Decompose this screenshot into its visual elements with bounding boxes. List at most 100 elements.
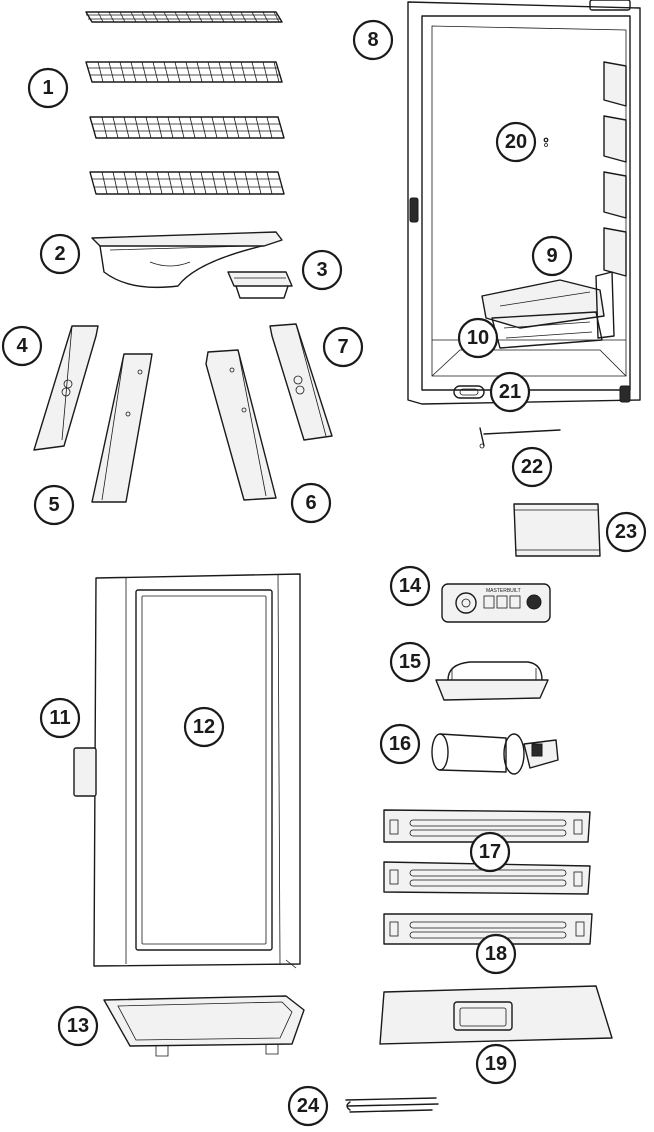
callout-20: 20 xyxy=(495,121,537,163)
svg-text:2: 2 xyxy=(54,243,65,265)
cooking-rack-4 xyxy=(89,171,285,195)
svg-text:15: 15 xyxy=(399,651,421,673)
rack-bar xyxy=(174,11,181,23)
rack-bar xyxy=(123,116,130,139)
rack-bar xyxy=(251,61,258,83)
rack-bar xyxy=(262,11,269,23)
rack-bar xyxy=(108,11,115,23)
rack-bar xyxy=(262,61,269,83)
control-panel: MASTERBUILT xyxy=(441,583,551,623)
rack-bar xyxy=(233,171,240,195)
svg-text:9: 9 xyxy=(546,245,557,267)
hardware-pack xyxy=(345,1097,439,1113)
rack-bar xyxy=(185,61,192,83)
callout-8: 8 xyxy=(352,19,394,61)
svg-text:8: 8 xyxy=(367,29,378,51)
rack-bar xyxy=(178,171,185,195)
svg-text:4: 4 xyxy=(16,335,28,357)
callout-24: 24 xyxy=(287,1085,329,1127)
rack-bar xyxy=(134,171,141,195)
rack-supports xyxy=(603,61,627,277)
callout-12: 12 xyxy=(183,706,225,748)
rack-bar xyxy=(145,171,152,195)
svg-text:13: 13 xyxy=(67,1015,89,1037)
rack-bar xyxy=(255,116,262,139)
rivets xyxy=(543,137,549,143)
callout-21: 21 xyxy=(489,371,531,413)
leg-5 xyxy=(91,353,153,503)
rack-bar xyxy=(119,61,126,83)
rail-18 xyxy=(383,913,593,945)
rack-bar xyxy=(167,116,174,139)
callout-7: 7 xyxy=(322,326,364,368)
rack-bar xyxy=(101,171,108,195)
callout-15: 15 xyxy=(389,641,431,683)
callout-16: 16 xyxy=(379,723,421,765)
rack-bar xyxy=(273,61,280,83)
svg-text:7: 7 xyxy=(337,336,348,358)
rack-bar xyxy=(251,11,258,23)
rack-bar xyxy=(112,116,119,139)
rack-bar xyxy=(97,61,104,83)
svg-text:16: 16 xyxy=(389,733,411,755)
rack-bar xyxy=(244,171,251,195)
rack-bar xyxy=(211,171,218,195)
rack-bar xyxy=(273,11,280,23)
svg-text:14: 14 xyxy=(399,575,422,597)
rack-bar xyxy=(152,61,159,83)
rack-bar xyxy=(163,61,170,83)
svg-text:19: 19 xyxy=(485,1053,507,1075)
rack-bar xyxy=(207,11,214,23)
rack-bar xyxy=(189,116,196,139)
rack-bar xyxy=(222,116,229,139)
control-panel-brand: MASTERBUILT xyxy=(486,588,521,594)
rack-bar xyxy=(218,11,225,23)
rack-bar xyxy=(108,61,115,83)
door xyxy=(73,573,301,969)
callout-19: 19 xyxy=(475,1043,517,1085)
heating-element xyxy=(481,271,615,339)
callout-3: 3 xyxy=(301,249,343,291)
meat-probe xyxy=(479,427,561,449)
rack-bar xyxy=(196,61,203,83)
callout-17: 17 xyxy=(469,831,511,873)
rack-bar xyxy=(211,116,218,139)
callout-6: 6 xyxy=(290,482,332,524)
callout-11: 11 xyxy=(39,697,81,739)
svg-text:21: 21 xyxy=(499,381,521,403)
rack-bar xyxy=(152,11,159,23)
svg-text:18: 18 xyxy=(485,943,507,965)
svg-text:24: 24 xyxy=(297,1095,320,1117)
callout-14: 14 xyxy=(389,565,431,607)
rack-bar xyxy=(112,171,119,195)
callout-4: 4 xyxy=(1,325,43,367)
callout-9: 9 xyxy=(531,235,573,277)
rack-bar xyxy=(134,116,141,139)
rack-bar xyxy=(119,11,126,23)
rack-bar xyxy=(123,171,130,195)
svg-text:23: 23 xyxy=(615,521,637,543)
top-cover xyxy=(379,985,613,1045)
rack-bar xyxy=(156,116,163,139)
rack-bar xyxy=(200,116,207,139)
door-window xyxy=(135,589,273,951)
smoker-body xyxy=(407,0,641,405)
rack-bar xyxy=(266,116,273,139)
callout-1: 1 xyxy=(27,67,69,109)
chip-loader-tube xyxy=(431,733,559,775)
cooking-racks xyxy=(85,11,285,195)
drip-tray xyxy=(103,995,305,1057)
svg-text:10: 10 xyxy=(467,327,489,349)
rack-bar xyxy=(200,171,207,195)
svg-text:22: 22 xyxy=(521,456,543,478)
callout-18: 18 xyxy=(475,933,517,975)
rack-bar xyxy=(141,61,148,83)
callout-23: 23 xyxy=(605,511,647,553)
leg-4 xyxy=(33,325,99,451)
rack-bar xyxy=(218,61,225,83)
svg-text:3: 3 xyxy=(316,259,327,281)
callout-5: 5 xyxy=(33,484,75,526)
rack-bar xyxy=(196,11,203,23)
rack-bar xyxy=(240,11,247,23)
rack-bar xyxy=(97,11,104,23)
